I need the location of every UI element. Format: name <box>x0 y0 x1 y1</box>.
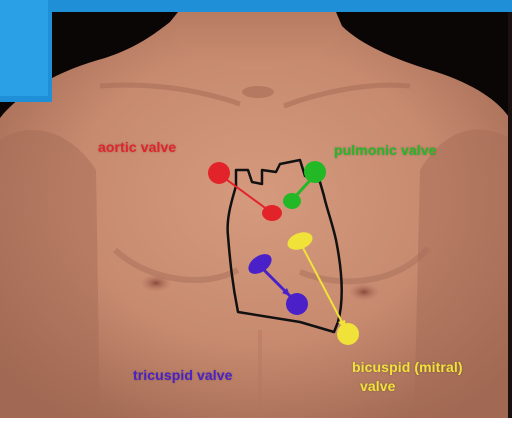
mitral-surface-marker <box>337 323 359 345</box>
mitral-valve-label: bicuspid (mitral) valve <box>352 358 463 396</box>
right-edge <box>508 12 512 424</box>
aortic-surface-marker <box>208 162 230 184</box>
mitral-label-line2: valve <box>352 377 463 396</box>
pulmonic-surface-marker <box>304 161 326 183</box>
sternal-notch <box>242 86 274 98</box>
bottom-edge <box>0 418 512 424</box>
tricuspid-valve-label: tricuspid valve <box>133 367 233 383</box>
nipple-left <box>140 274 172 292</box>
left-blue-panel <box>0 0 52 102</box>
left-blue-panel-inner <box>0 0 48 96</box>
top-blue-bar <box>0 0 512 12</box>
arm-left <box>0 130 100 424</box>
aortic-valve-marker <box>262 205 282 221</box>
mitral-label-line1: bicuspid (mitral) <box>352 358 463 377</box>
tricuspid-surface-marker <box>286 293 308 315</box>
aortic-valve-label: aortic valve <box>98 139 176 155</box>
pulmonic-valve-label: pulmonic valve <box>334 142 437 158</box>
nipple-right <box>348 283 380 301</box>
pulmonic-valve-marker <box>283 193 301 209</box>
